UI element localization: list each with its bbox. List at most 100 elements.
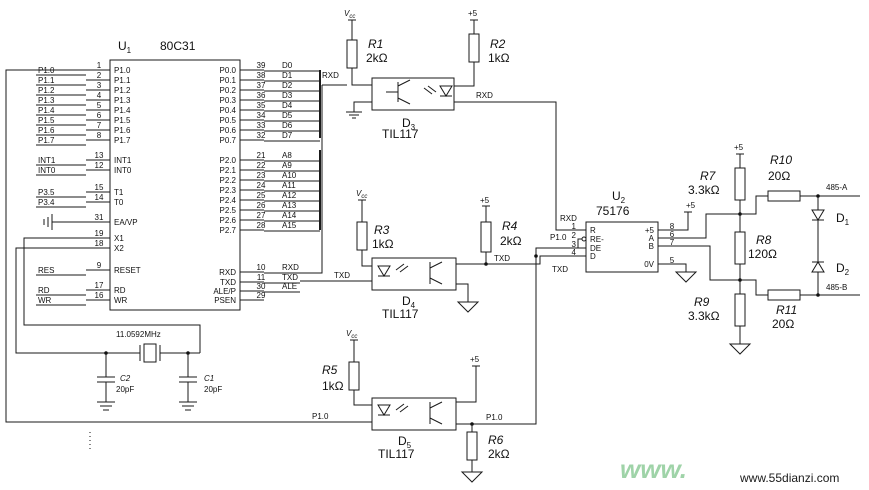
p10-net-label-3: P1.0 (550, 233, 567, 242)
net-label: RXD (282, 263, 299, 272)
u1-body (109, 59, 241, 311)
opto-d4: D4 TIL117 (371, 257, 457, 321)
net-label: D0 (282, 61, 293, 70)
p10-wire (5, 69, 372, 423)
resistor-r10: R10 20Ω (740, 153, 860, 215)
pin-number: 8 (97, 131, 102, 140)
pin-number: 6 (97, 111, 102, 120)
pin-number: 4 (97, 91, 102, 100)
pin-number: 23 (257, 171, 266, 180)
net-label: D5 (282, 111, 293, 120)
pin-name: P2.3 (220, 186, 237, 195)
pin-name: P2.7 (220, 226, 237, 235)
u1-ref: U1 (118, 39, 132, 55)
pin-number: 12 (95, 161, 104, 170)
txd-net-label-2: TXD (494, 254, 510, 263)
u1-pin-5: 5P1.4P1.4 (36, 101, 131, 116)
pin-name: RXD (219, 268, 236, 277)
pin-name: +5 (645, 226, 655, 235)
net-label: A15 (282, 221, 297, 230)
crystal: 11.0592MHz (116, 330, 161, 363)
net-label: A14 (282, 211, 297, 220)
r4-ref: R4 (502, 219, 518, 233)
net-label: D3 (282, 91, 293, 100)
pin-number: 3 (97, 81, 102, 90)
pin-number: 7 (97, 121, 102, 130)
u1-pin-4: 4P1.3 P1.3 (36, 91, 131, 106)
svg-text:Vcc: Vcc (346, 329, 357, 340)
d1-ref: D1 (836, 211, 850, 227)
net-label: P1.1 (38, 76, 55, 85)
pin-number: 1 (97, 61, 102, 70)
pin-name: P1.5 (114, 116, 131, 125)
pin-number: 19 (95, 229, 104, 238)
pin-number: 17 (95, 281, 104, 290)
pin-number: 11 (257, 273, 266, 282)
net-label: P3.5 (38, 188, 55, 197)
svg-text:+5: +5 (686, 201, 696, 210)
txd-net-label-3: TXD (552, 265, 568, 274)
net-label: P1.7 (38, 136, 55, 145)
c1-value: 20pF (204, 385, 222, 394)
pin-number: 33 (257, 121, 266, 130)
pin-name: T0 (114, 198, 124, 207)
line-a-wire (680, 213, 740, 239)
d5-part: TIL117 (378, 447, 415, 461)
d4-ref: D4 (402, 294, 416, 310)
pin-number: 14 (95, 193, 104, 202)
u1-pin-8: 8P1.7 P1.7 (36, 131, 131, 146)
p10-net-label-2: P1.0 (486, 413, 503, 422)
x1-wire (23, 237, 201, 353)
line-b-wire (680, 245, 740, 281)
resistor-r6: R6 2kΩ (460, 424, 510, 483)
d5-collector-supply: +5 (456, 355, 480, 403)
pin-number: 9 (97, 261, 102, 270)
pin-name: P1.3 (114, 96, 131, 105)
line-b-label: 485-B (826, 283, 847, 292)
pin-name: P2.0 (220, 156, 237, 165)
r8-value: 120Ω (748, 247, 777, 261)
c2-ref: C2 (120, 374, 131, 383)
u2-ref: U2 (612, 189, 626, 205)
rxd-net-label-2: RXD (476, 91, 493, 100)
u2-pin-7: 7B (649, 238, 680, 251)
pin-number: 5 (670, 256, 675, 265)
pin-name: X1 (114, 234, 124, 243)
resistor-r7: +5 R7 3.3kΩ (688, 143, 746, 232)
u1-pin-6: 6P1.5P1.5 (36, 111, 131, 126)
pin-number: 6 (670, 230, 675, 239)
pin-number: 4 (572, 248, 577, 257)
net-label: P1.4 (38, 106, 55, 115)
r11-value: 20Ω (772, 317, 794, 331)
net-label: P1.3 (38, 96, 55, 105)
p10-to-u2-wire (456, 247, 586, 425)
pin-number: 10 (257, 263, 266, 272)
pin-name: P1.0 (114, 66, 131, 75)
line-a-label: 485-A (826, 183, 848, 192)
pin-number: 27 (257, 211, 266, 220)
r10-value: 20Ω (768, 169, 790, 183)
pin-name: P1.7 (114, 136, 131, 145)
pin-name: A (649, 234, 655, 243)
net-label: ALE (282, 282, 297, 291)
pin-number: 13 (95, 151, 104, 160)
rxd-u1-wire (300, 85, 323, 274)
pin-number: 36 (257, 91, 266, 100)
rxd-net-label-1: RXD (322, 71, 339, 80)
pin-number: 1 (572, 222, 577, 231)
net-label: WR (38, 296, 52, 305)
